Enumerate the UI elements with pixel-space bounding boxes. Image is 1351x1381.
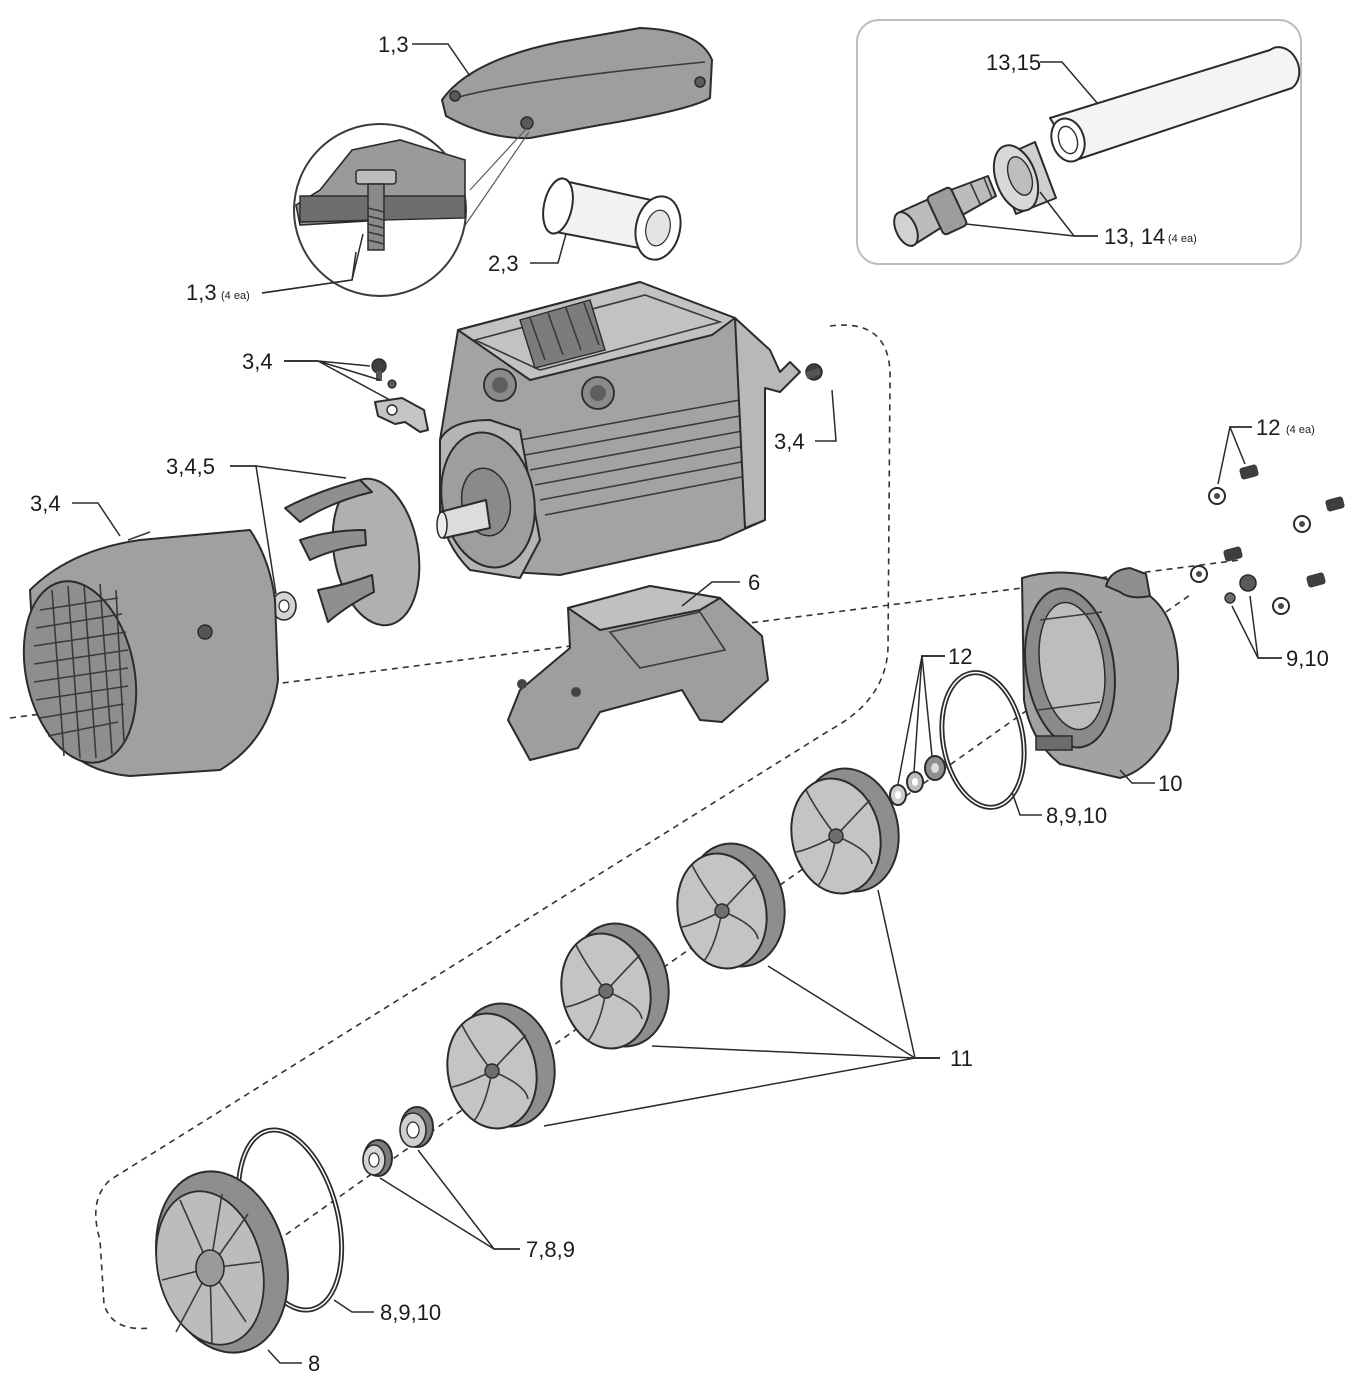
impeller-4 [446,1002,556,1130]
terminal-bolts-clamp [371,358,429,433]
callout-9-10: 9,10 [1286,646,1329,671]
callout-13-14-qty: (4 ea) [1168,233,1197,245]
shaft-end-screw [805,363,823,381]
callout-12-top: 12 [1256,415,1280,440]
shaft-seal [362,1106,434,1177]
hose [1049,46,1301,163]
casing-screws-washers [1190,464,1345,615]
callout-2-3: 2,3 [488,251,519,276]
callout-8: 8 [308,1351,320,1376]
callout-3-4-cover: 3,4 [30,491,61,516]
hose-nut [992,141,1057,215]
callout-labels: 1,3 1,3 (4 ea) 2,3 3,4 3,4 3,4,5 3,4 6 1… [30,32,1329,1376]
callout-3-4-bolts: 3,4 [242,349,273,374]
terminal-box-cover [441,27,713,140]
callout-10: 10 [1158,771,1182,796]
end-cap [155,1170,289,1354]
callout-8-9-10-mid: 8,9,10 [1046,803,1107,828]
fan-cover [22,529,279,777]
callout-1-3-screws: 1,3 [186,280,217,305]
leader-lines [72,43,1282,1364]
shaft-washers [889,755,946,806]
callout-12-top-qty: (4 ea) [1286,424,1315,436]
pump-casing [1021,567,1180,779]
callout-3-4-5: 3,4,5 [166,454,215,479]
fitting-inset [856,19,1302,265]
callout-8-9-10-bottom: 8,9,10 [380,1300,441,1325]
callout-13-14: 13, 14 [1104,224,1165,249]
callout-3-4-shaft-screw: 3,4 [774,429,805,454]
impeller-1 [790,767,900,895]
callout-1-3-cover: 1,3 [378,32,409,57]
fan-cover-grille [33,583,129,759]
hose-barb-fitting [893,175,997,247]
callout-7-8-9: 7,8,9 [526,1237,575,1262]
impeller-3 [560,922,670,1050]
cooling-fan [271,477,421,627]
capacitor [542,177,682,261]
callout-1-3-screws-qty: (4 ea) [221,290,250,302]
callout-6: 6 [748,570,760,595]
motor [436,281,801,579]
screw-detail-magnifier [293,123,530,297]
impeller-2 [676,842,786,970]
motor-base [507,585,769,761]
callout-12-mid: 12 [948,644,972,669]
callout-11: 11 [950,1046,973,1071]
callout-13-15: 13,15 [986,50,1041,75]
o-ring-casing [939,670,1027,810]
